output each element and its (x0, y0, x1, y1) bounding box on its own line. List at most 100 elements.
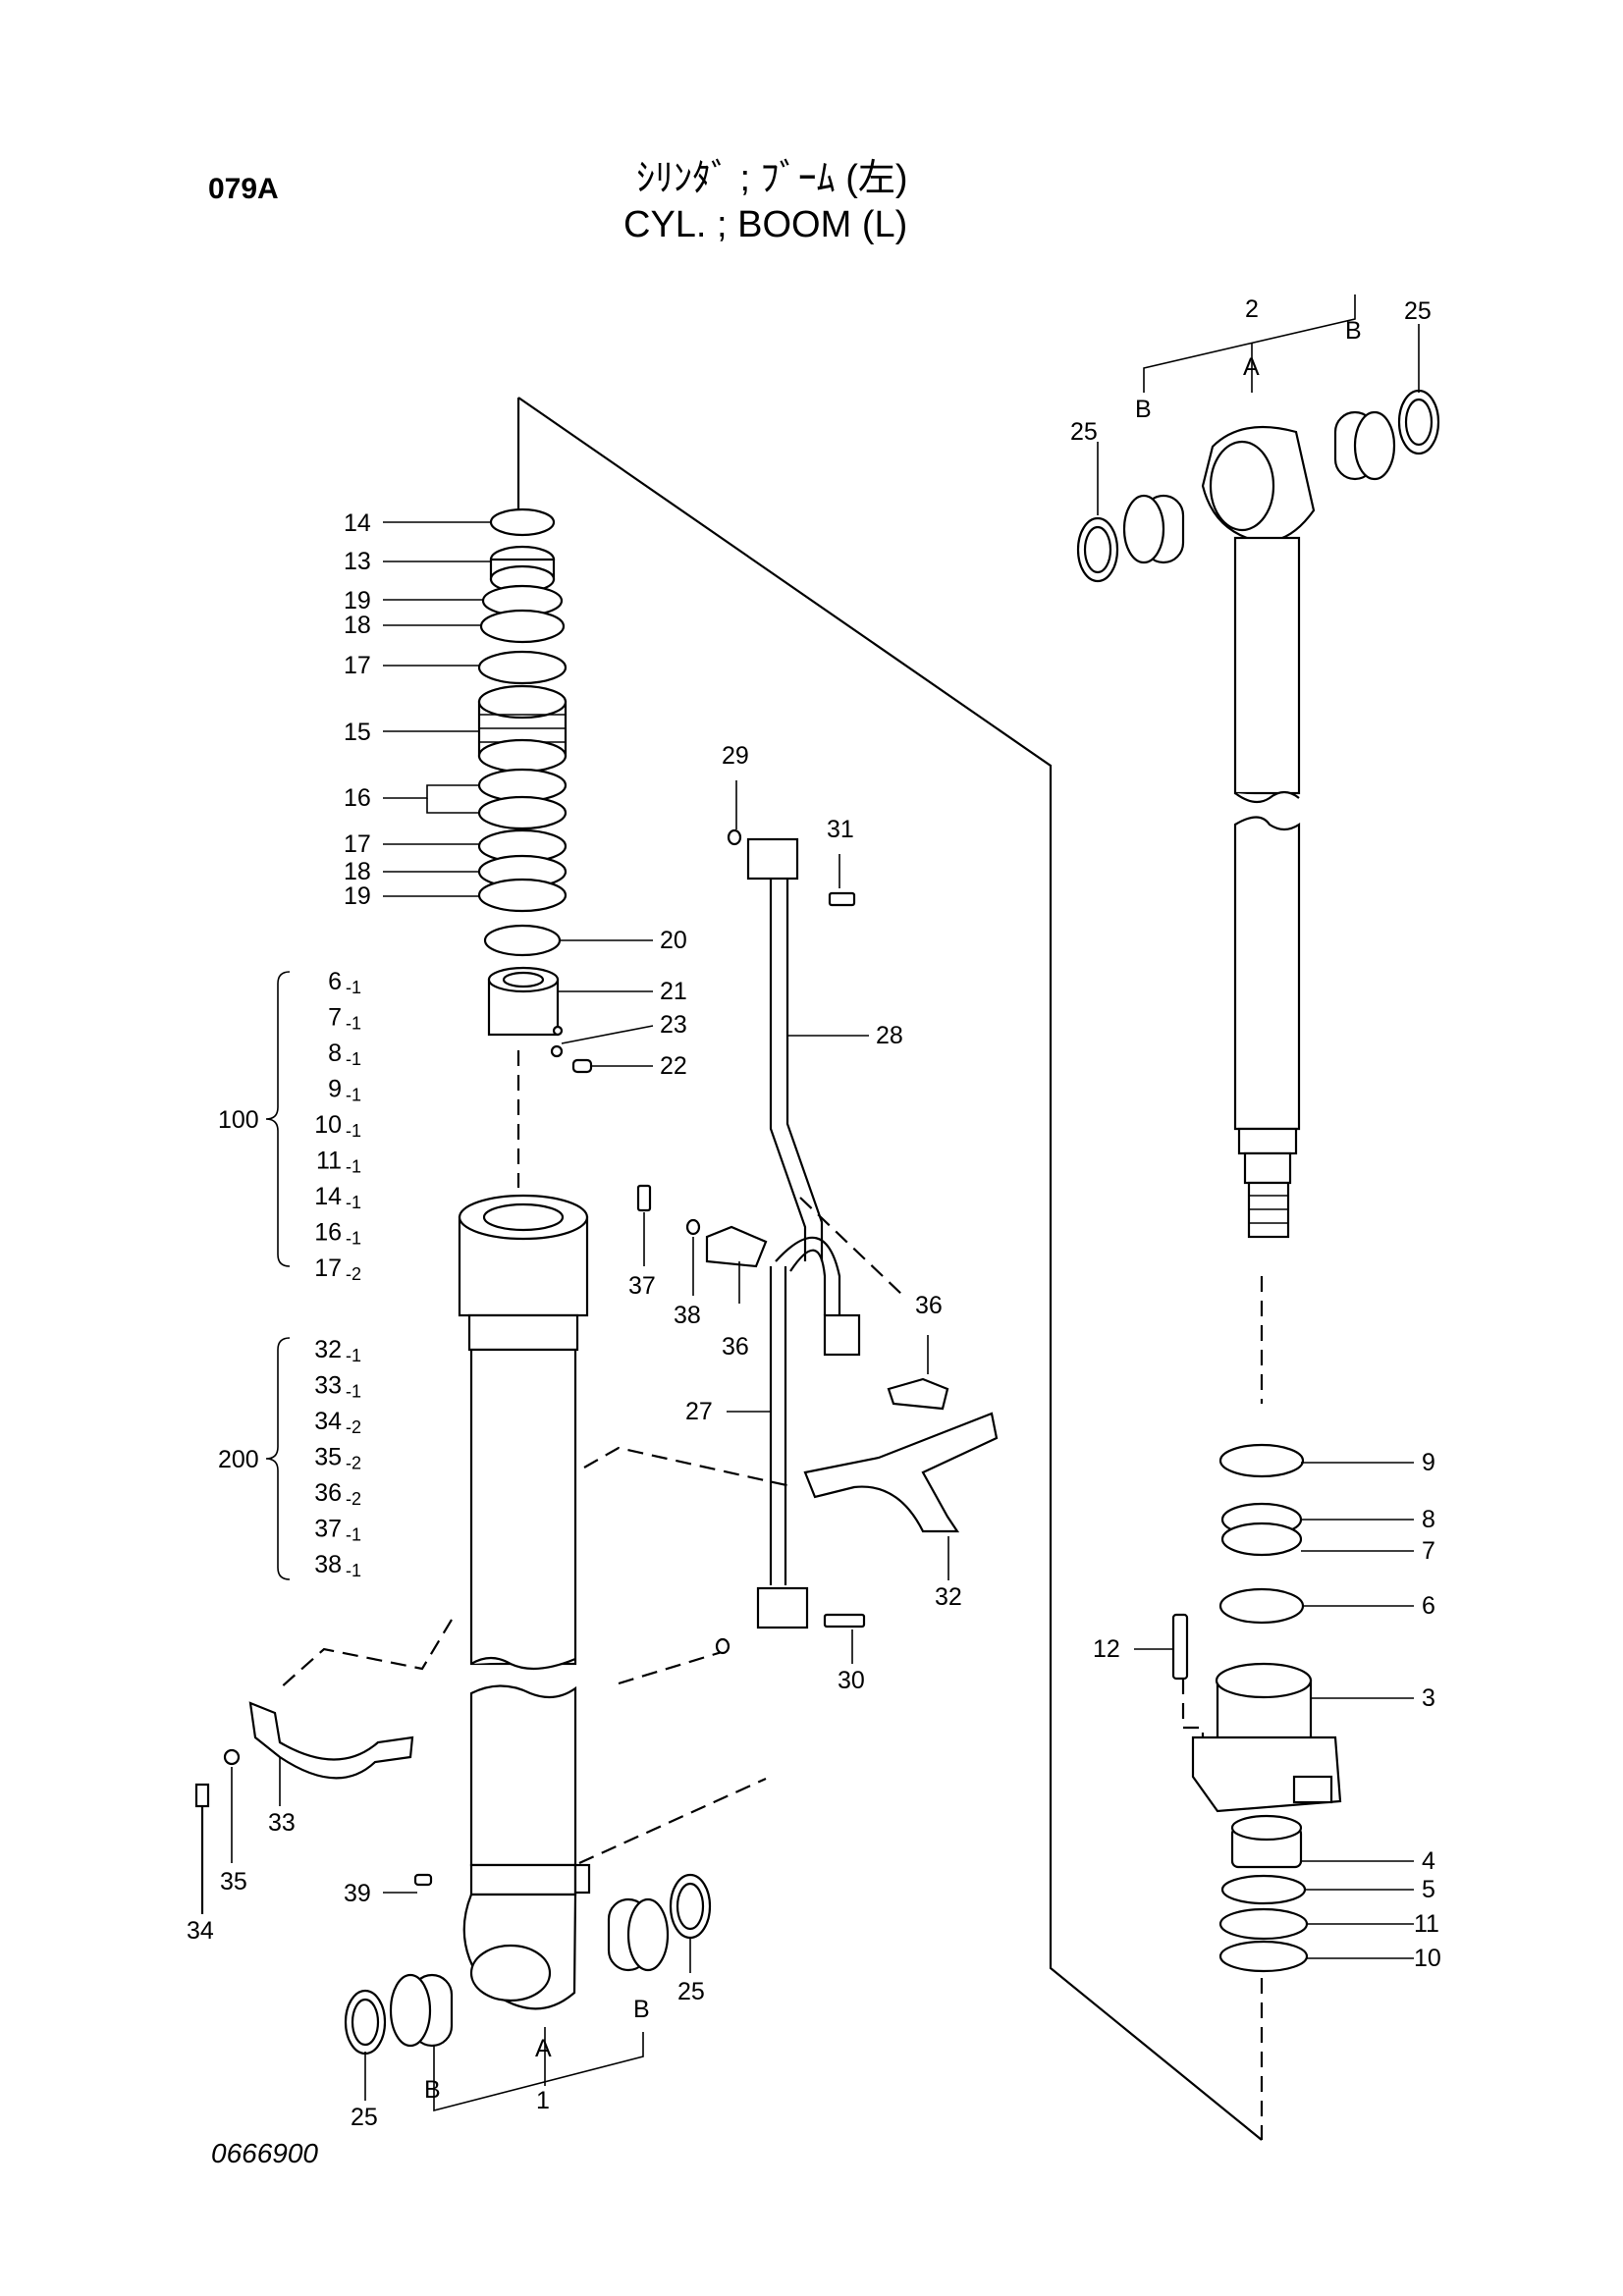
callout-2: 2 (1245, 295, 1259, 323)
callout-29: 29 (722, 742, 749, 770)
callout-10: 10 (1414, 1945, 1441, 1972)
kit-item-part: 14 (314, 1183, 342, 1210)
kit-item-qty: -2 (346, 1417, 361, 1437)
hose-pipes (636, 828, 999, 1655)
callout-3: 3 (1422, 1684, 1435, 1712)
kit-item-qty: -1 (346, 978, 361, 997)
callout-25: 25 (1404, 297, 1432, 325)
callout-33: 33 (268, 1809, 296, 1837)
label-b-top-right: B (1345, 317, 1362, 345)
callout-36: 36 (722, 1333, 749, 1361)
piston-rod (1076, 389, 1440, 1239)
kit-item-qty: -2 (346, 1454, 361, 1473)
kit-item-qty: -1 (346, 1561, 361, 1580)
label-a-bottom: A (535, 2035, 552, 2062)
callout-35: 35 (220, 1868, 247, 1896)
kit-item-qty: -1 (346, 1346, 361, 1365)
kit-item-part: 9 (328, 1076, 342, 1103)
kit-200-items: 32-133-134-235-236-237-138-1 (314, 1336, 361, 1580)
kit-item-part: 17 (314, 1255, 342, 1282)
kit-item-part: 33 (314, 1372, 342, 1400)
callout-9: 9 (1422, 1449, 1435, 1476)
kit-item-part: 35 (314, 1444, 342, 1471)
figure-number: 0666900 (211, 2138, 319, 2168)
callout-39: 39 (344, 1880, 371, 1907)
kit-item-part: 34 (314, 1408, 342, 1435)
kit-200-label: 200 (218, 1446, 259, 1473)
callout-20: 20 (660, 927, 687, 954)
callout-38: 38 (674, 1302, 701, 1329)
kit-item-qty: -1 (346, 1382, 361, 1402)
kit-item-qty: -1 (346, 1525, 361, 1545)
callout-12: 12 (1093, 1635, 1120, 1663)
label-b-bottom-right: B (633, 1996, 650, 2023)
callout-22: 22 (660, 1052, 687, 1080)
kit-item-qty: -2 (346, 1264, 361, 1284)
callout-11: 11 (1414, 1910, 1439, 1938)
callout-37: 37 (628, 1272, 656, 1300)
kit-100-items: 6-17-18-19-110-111-114-116-117-2 (314, 968, 361, 1284)
kit-item-part: 10 (314, 1111, 342, 1139)
callout-6: 6 (1422, 1592, 1435, 1620)
cylinder-tube (458, 1194, 591, 2010)
callout-17: 17 (344, 652, 371, 679)
callout-28: 28 (876, 1022, 903, 1049)
callout-25: 25 (1070, 418, 1098, 446)
kit-item-part: 36 (314, 1479, 342, 1507)
kit-item-qty: -1 (346, 1014, 361, 1034)
leader-lines (231, 324, 1420, 2101)
callout-19: 19 (344, 587, 371, 614)
callout-27: 27 (685, 1398, 713, 1425)
callout-7: 7 (1422, 1537, 1435, 1565)
kit-item-qty: -1 (346, 1193, 361, 1212)
callout-15: 15 (344, 719, 371, 746)
callout-18: 18 (344, 612, 371, 639)
kit-item-part: 32 (314, 1336, 342, 1363)
callout-34: 34 (187, 1917, 214, 1945)
callout-25: 25 (677, 1978, 705, 2005)
callout-23: 23 (660, 1011, 687, 1039)
kit-item-part: 7 (328, 1004, 342, 1032)
kit-item-qty: -1 (346, 1121, 361, 1141)
callout-36: 36 (915, 1292, 943, 1319)
callout-16: 16 (344, 784, 371, 812)
band-33 (194, 1701, 414, 1914)
callout-32: 32 (935, 1583, 962, 1611)
kit-item-part: 11 (316, 1148, 342, 1175)
callout-31: 31 (827, 816, 854, 843)
title-japanese: ｼﾘﾝﾀﾞ ; ﾌﾞｰﾑ (左) (636, 158, 908, 199)
kit-item-part: 38 (314, 1551, 342, 1578)
kit-item-qty: -2 (346, 1489, 361, 1509)
kit-item-part: 16 (314, 1219, 342, 1247)
callout-18: 18 (344, 858, 371, 885)
rod-end-bushings-bottom (344, 1873, 712, 2056)
kit-item-part: 6 (328, 968, 342, 995)
callout-30: 30 (838, 1667, 865, 1694)
callout-14: 14 (344, 509, 371, 537)
label-b-top-left: B (1135, 396, 1152, 423)
kit-item-qty: -1 (346, 1229, 361, 1249)
kit-item-part: 8 (328, 1040, 342, 1067)
callout-21: 21 (660, 978, 687, 1005)
label-b-bottom-left: B (424, 2076, 441, 2104)
kit-200: 200 32-133-134-235-236-237-138-1 (218, 1336, 361, 1580)
callout-8: 8 (1422, 1506, 1435, 1533)
kit-item-qty: -1 (346, 1049, 361, 1069)
title-english: CYL. ; BOOM (L) (623, 204, 908, 245)
callout-1: 1 (536, 2087, 550, 2114)
label-a-top: A (1243, 353, 1260, 381)
assembly-guide-lines (279, 294, 1356, 2141)
kit-item-qty: -1 (346, 1086, 361, 1105)
cylinder-head (1171, 1443, 1342, 1973)
callout-13: 13 (344, 548, 371, 575)
callout-4: 4 (1422, 1847, 1435, 1875)
page-code: 079A (208, 173, 279, 205)
callout-19: 19 (344, 882, 371, 910)
kit-item-part: 37 (314, 1516, 342, 1543)
kit-item-qty: -1 (346, 1157, 361, 1177)
seal-stack (477, 507, 593, 1074)
kit-100: 100 6-17-18-19-110-111-114-116-117-2 (218, 968, 361, 1284)
callout-17: 17 (344, 830, 371, 858)
kit-100-label: 100 (218, 1106, 259, 1134)
